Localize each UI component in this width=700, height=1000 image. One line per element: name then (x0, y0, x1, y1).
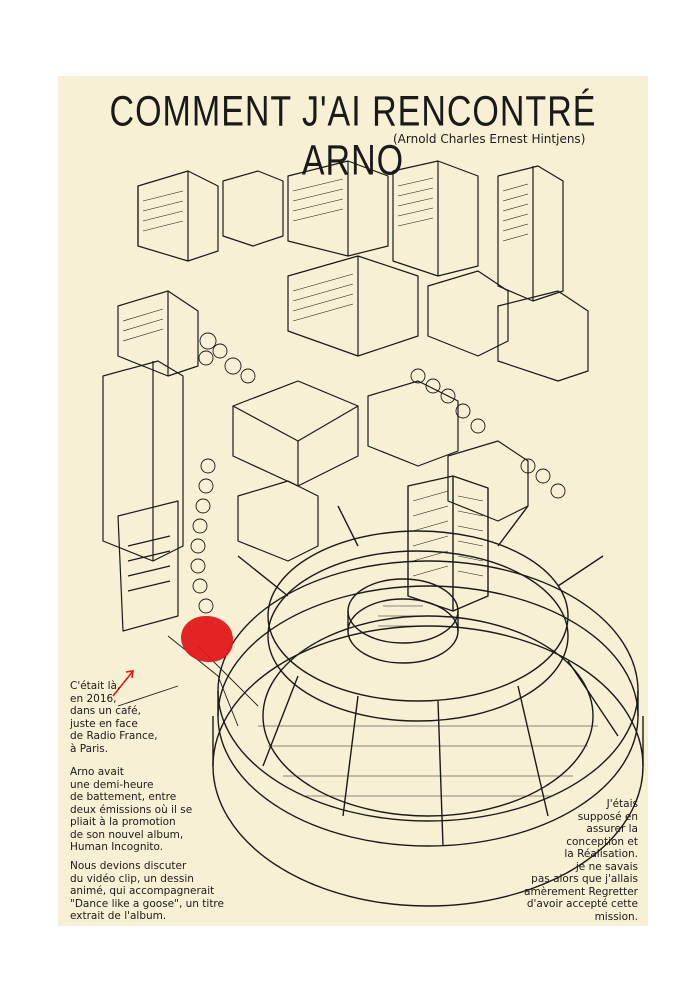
city-drawing (102, 160, 644, 907)
caption-right: J'étais supposé en assurer la conception… (524, 798, 638, 923)
page-subtitle: (Arnold Charles Ernest Hintjens) (393, 132, 586, 146)
caption-discussion: Nous devions discuter du vidéo clip, un … (70, 860, 224, 922)
upper-buildings (117, 160, 589, 382)
caption-intro: C'était là, en 2016, dans un café, juste… (70, 680, 158, 755)
radio-france-building (212, 475, 644, 907)
cafe-location-marker (181, 616, 233, 662)
caption-arno: Arno avait une demi-heure de battement, … (70, 766, 193, 853)
left-street-buildings (102, 360, 184, 632)
illustration-page: COMMENT J'AI RENCONTRÉ ARNO (Arnold Char… (58, 76, 648, 926)
page-title: COMMENT J'AI RENCONTRÉ ARNO (109, 88, 597, 185)
